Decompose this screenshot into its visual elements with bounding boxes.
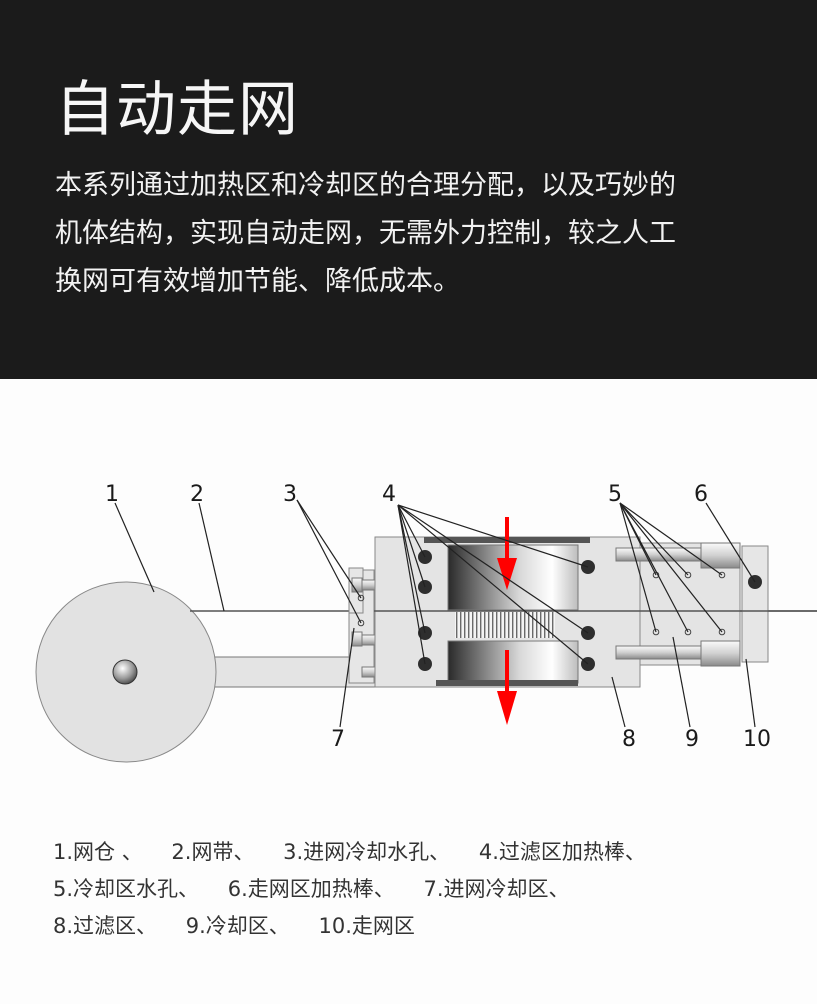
description-line: 机体结构，实现自动走网，无需外力控制，较之人工 xyxy=(55,218,676,249)
callout-9: 9 xyxy=(685,727,699,752)
legend-item: 2.网带、 xyxy=(171,840,255,864)
callout-8: 8 xyxy=(622,727,636,752)
callout-2: 2 xyxy=(190,482,204,507)
legend-row: 8.过滤区、 9.冷却区、 10.走网区 xyxy=(53,908,668,945)
legend-item: 9.冷却区、 xyxy=(185,914,290,938)
page-title: 自动走网 xyxy=(55,75,299,145)
screen-roll xyxy=(35,581,376,763)
hero-banner: 自动走网 本系列通过加热区和冷却区的合理分配，以及巧妙的 机体结构，实现自动走网… xyxy=(0,0,817,379)
parts-legend: 1.网仓 、 2.网带、 3.进网冷却水孔、 4.过滤区加热棒、 5.冷却区水孔… xyxy=(53,834,668,945)
legend-row: 1.网仓 、 2.网带、 3.进网冷却水孔、 4.过滤区加热棒、 xyxy=(53,834,668,871)
callout-3: 3 xyxy=(283,482,297,507)
legend-item: 6.走网区加热棒、 xyxy=(227,877,395,901)
cooling-zone-block xyxy=(615,542,741,667)
callout-1: 1 xyxy=(105,482,119,507)
description-line: 换网可有效增加节能、降低成本。 xyxy=(55,266,460,297)
callout-numbers: 1 2 3 4 5 6 7 8 9 10 xyxy=(105,482,771,752)
legend-item: 3.进网冷却水孔、 xyxy=(283,840,451,864)
callout-10: 10 xyxy=(743,727,771,752)
legend-item: 1.网仓 、 xyxy=(53,840,143,864)
callout-5: 5 xyxy=(608,482,622,507)
page-description: 本系列通过加热区和冷却区的合理分配，以及巧妙的 机体结构，实现自动走网，无需外力… xyxy=(55,162,775,306)
callout-7: 7 xyxy=(331,727,345,752)
legend-item: 5.冷却区水孔、 xyxy=(53,877,200,901)
auto-screen-changer-diagram: 1 2 3 4 5 6 7 8 9 10 xyxy=(35,482,817,763)
callout-6: 6 xyxy=(694,482,708,507)
legend-item: 7.进网冷却区、 xyxy=(423,877,570,901)
description-line: 本系列通过加热区和冷却区的合理分配，以及巧妙的 xyxy=(55,170,676,201)
leader-lines xyxy=(114,499,756,728)
legend-row: 5.冷却区水孔、 6.走网区加热棒、 7.进网冷却区、 xyxy=(53,871,668,908)
flow-arrows xyxy=(497,517,517,725)
legend-item: 10.走网区 xyxy=(318,914,415,938)
callout-4: 4 xyxy=(382,482,396,507)
screen-walk-zone-block xyxy=(741,545,769,663)
legend-item: 8.过滤区、 xyxy=(53,914,158,938)
legend-item: 4.过滤区加热棒、 xyxy=(478,840,646,864)
